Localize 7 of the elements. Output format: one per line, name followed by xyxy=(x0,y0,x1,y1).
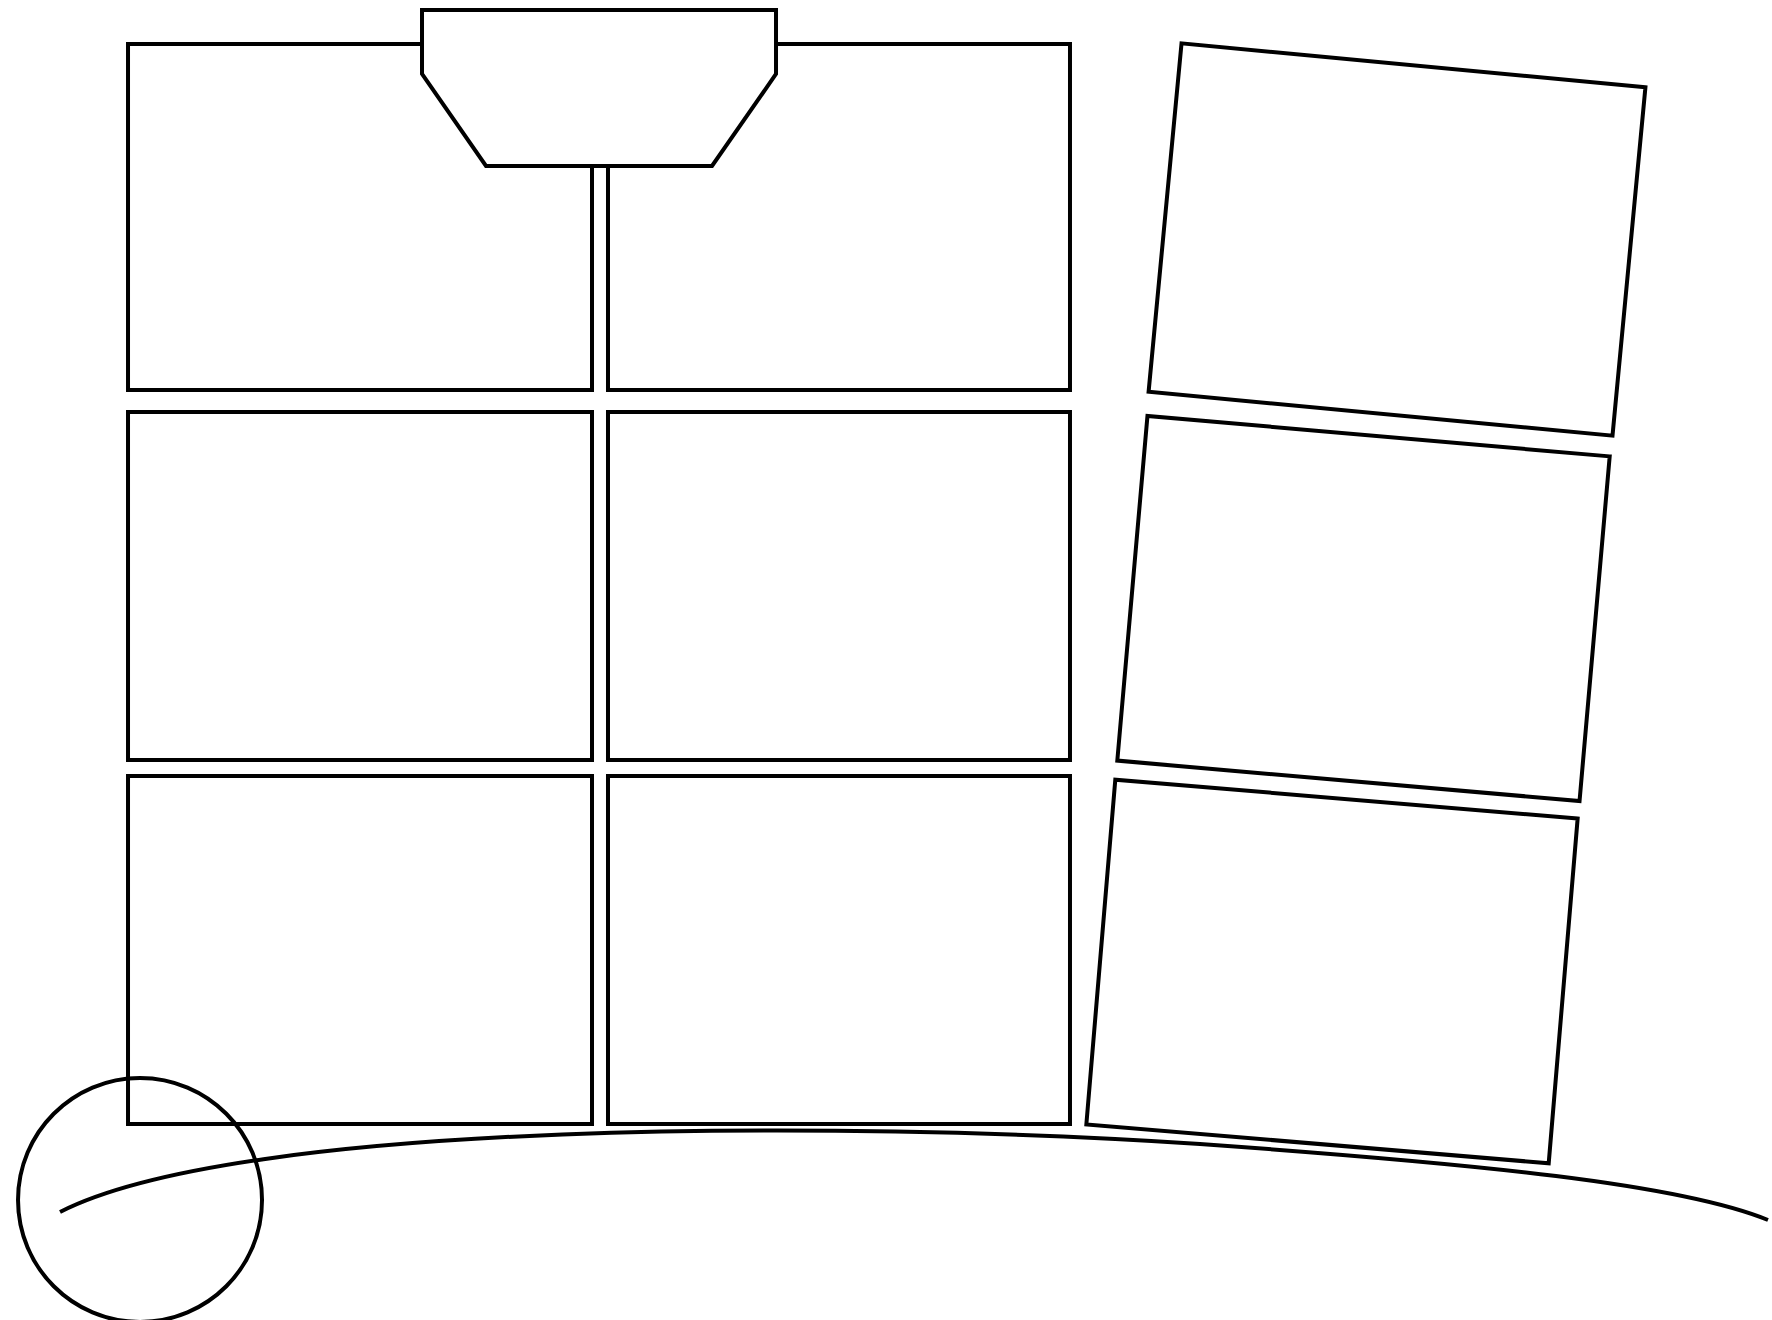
panel-box xyxy=(1084,777,1580,1166)
panel-box xyxy=(126,774,594,1126)
panel-box xyxy=(606,410,1072,762)
panel-box xyxy=(126,410,594,762)
panel-box xyxy=(1115,413,1612,804)
panel-box xyxy=(1146,41,1648,438)
panel-box xyxy=(606,774,1072,1126)
